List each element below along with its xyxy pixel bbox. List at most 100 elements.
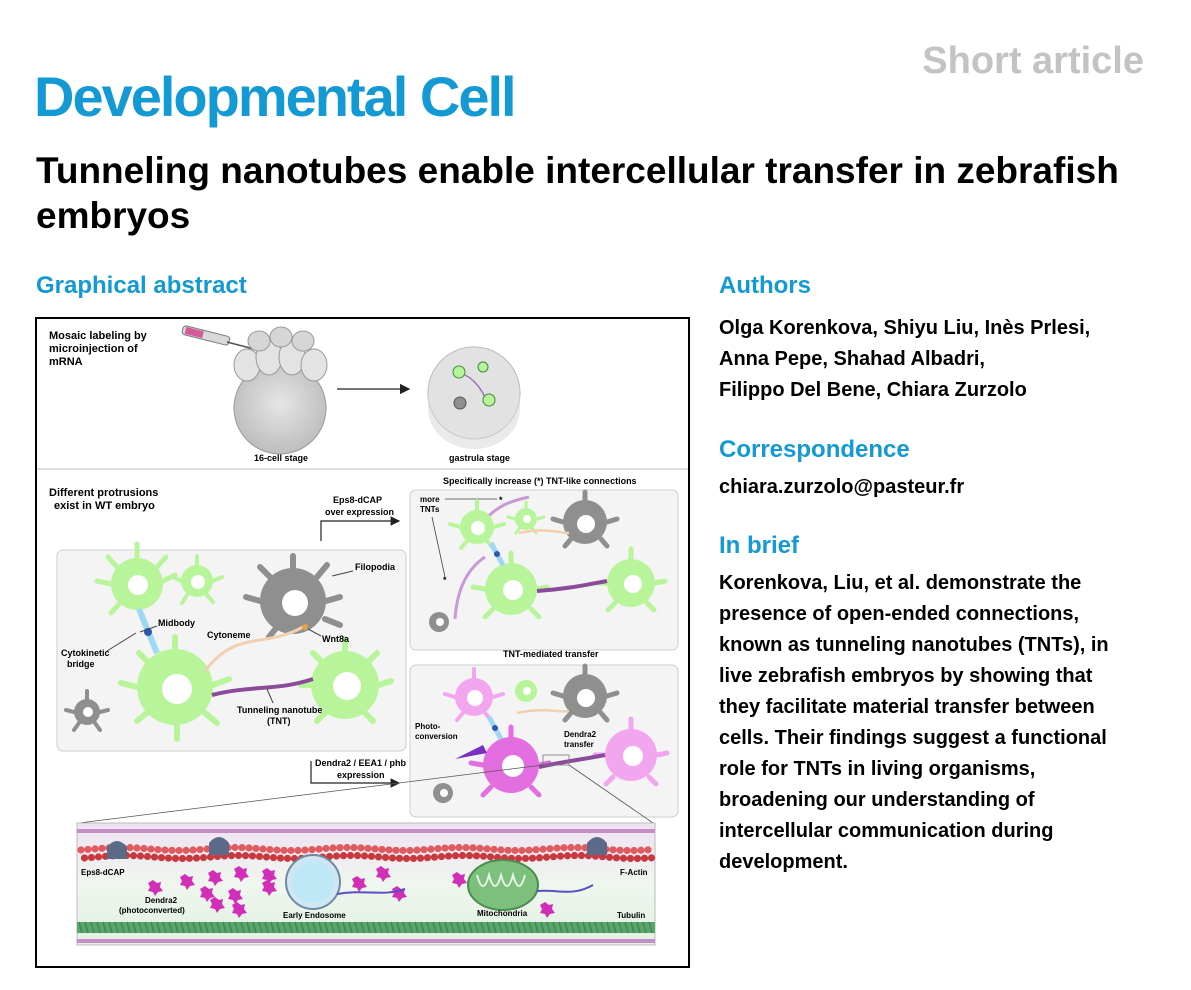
- tubulin-stripe: [474, 921, 479, 934]
- tubulin-stripe: [600, 921, 605, 934]
- tubulin-stripe: [198, 921, 203, 934]
- in-brief-line-5: they facilitate material transfer betwee…: [719, 696, 1095, 718]
- actin-bead: [497, 846, 505, 854]
- tubulin-stripe: [348, 921, 353, 934]
- actin-bead: [346, 851, 355, 860]
- actin-bead: [437, 852, 446, 861]
- tubulin-stripe: [552, 921, 557, 934]
- tubulin-stripe: [540, 921, 545, 934]
- actin-bead: [77, 846, 85, 854]
- actin-bead: [535, 854, 544, 862]
- actin-bead: [150, 853, 159, 861]
- tubulin-stripe: [162, 921, 167, 934]
- actin-bead: [143, 852, 152, 861]
- green-cell-inc-3: [470, 550, 550, 620]
- actin-bead: [647, 854, 656, 862]
- tubulin-stripe: [366, 921, 371, 934]
- tubulin-stripe: [444, 921, 449, 934]
- actin-bead: [630, 846, 638, 855]
- actin-bead: [91, 845, 99, 853]
- tubulin-filament: [77, 922, 655, 933]
- actin-bead: [339, 852, 348, 860]
- embryo-gastrula: [427, 346, 521, 449]
- in-brief-line-10: development.: [719, 851, 848, 873]
- actin-bead: [371, 845, 379, 853]
- tubulin-stripe: [372, 921, 377, 934]
- actin-bead: [332, 852, 341, 860]
- correspondence-email[interactable]: chiara.zurzolo@pasteur.fr: [719, 476, 965, 498]
- actin-bead: [619, 854, 628, 862]
- actin-bead: [164, 854, 173, 862]
- in-brief-heading: In brief: [719, 532, 800, 559]
- mitochondria-label: Mitochondria: [477, 909, 528, 918]
- actin-bead: [409, 854, 418, 863]
- actin-bead: [560, 844, 568, 852]
- actin-bead: [140, 844, 148, 853]
- actin-bead: [402, 854, 411, 863]
- tubulin-stripe: [336, 921, 341, 934]
- actin-bead: [567, 843, 575, 852]
- tubulin-stripe: [624, 921, 629, 934]
- tubulin-stripe: [216, 921, 221, 934]
- actin-bead: [133, 844, 141, 852]
- more-tnts-line-2: TNTs: [420, 505, 440, 514]
- dendra-transfer-line-2: transfer: [564, 740, 594, 749]
- tubulin-stripe: [156, 921, 161, 934]
- actin-bead: [283, 854, 292, 862]
- actin-bead: [367, 852, 376, 860]
- actin-bead: [245, 844, 253, 852]
- actin-bead: [581, 844, 589, 852]
- actin-bead: [483, 845, 491, 853]
- actin-bead: [441, 844, 449, 852]
- actin-bead: [511, 846, 519, 855]
- actin-bead: [532, 846, 540, 854]
- tnt-label-line-2: (TNT): [267, 716, 291, 726]
- mosaic-label-line-1: Mosaic labeling by: [49, 330, 148, 342]
- dendra2-particle: [232, 902, 247, 918]
- green-cell-right: [298, 636, 394, 724]
- in-brief-line-2: presence of open-ended connections,: [719, 603, 1080, 625]
- panel-increase-tnt: more TNTs * *: [409, 489, 679, 651]
- correspondence-heading: Correspondence: [719, 436, 910, 463]
- actin-bead: [577, 851, 586, 860]
- dendra2-particle: [376, 866, 391, 882]
- actin-bead: [161, 846, 169, 854]
- actin-bead: [357, 844, 365, 852]
- in-brief-line-1: Korenkova, Liu, et al. demonstrate the: [719, 572, 1082, 594]
- tubulin-stripe: [576, 921, 581, 934]
- actin-bead: [192, 854, 201, 862]
- gray-cell-inc-small: [429, 612, 449, 632]
- actin-bead: [80, 854, 89, 862]
- actin-bead: [406, 846, 414, 855]
- dendra2-particle: [452, 872, 467, 888]
- actin-bead: [455, 843, 463, 852]
- actin-bead: [294, 846, 302, 855]
- authors-heading: Authors: [719, 272, 811, 299]
- actin-bead: [343, 843, 351, 852]
- tubulin-stripe: [192, 921, 197, 934]
- actin-bead: [427, 845, 435, 853]
- tubulin-stripe: [96, 921, 101, 934]
- actin-bead: [182, 846, 190, 854]
- graphical-abstract-heading: Graphical abstract: [36, 272, 247, 299]
- actin-bead: [126, 844, 134, 852]
- actin-bead: [353, 851, 362, 860]
- dendra2-particle: [208, 870, 223, 886]
- article-type-label: Short article: [922, 40, 1144, 82]
- actin-bead: [259, 845, 267, 853]
- panel-tnt-transfer: Photo- conversion Dendra2 transfer: [409, 663, 679, 818]
- tubulin-stripe: [252, 921, 257, 934]
- cytoneme-label: Cytoneme: [207, 630, 251, 640]
- tubulin-stripe: [642, 921, 647, 934]
- article-title: Tunneling nanotubes enable intercellular…: [36, 150, 1119, 236]
- pink-cell-receiver: [592, 716, 670, 787]
- cytokinetic-label-line-2: bridge: [67, 659, 95, 669]
- tubulin-stripe: [132, 921, 137, 934]
- tubulin-stripe: [354, 921, 359, 934]
- transfer-panel-title: TNT-mediated transfer: [503, 649, 599, 659]
- dendra2-particle: [228, 888, 243, 904]
- in-brief-line-8: broadening our understanding of: [719, 789, 1035, 811]
- actin-bead: [178, 854, 187, 863]
- actin-bead: [336, 844, 344, 852]
- tubulin-stripe: [414, 921, 419, 934]
